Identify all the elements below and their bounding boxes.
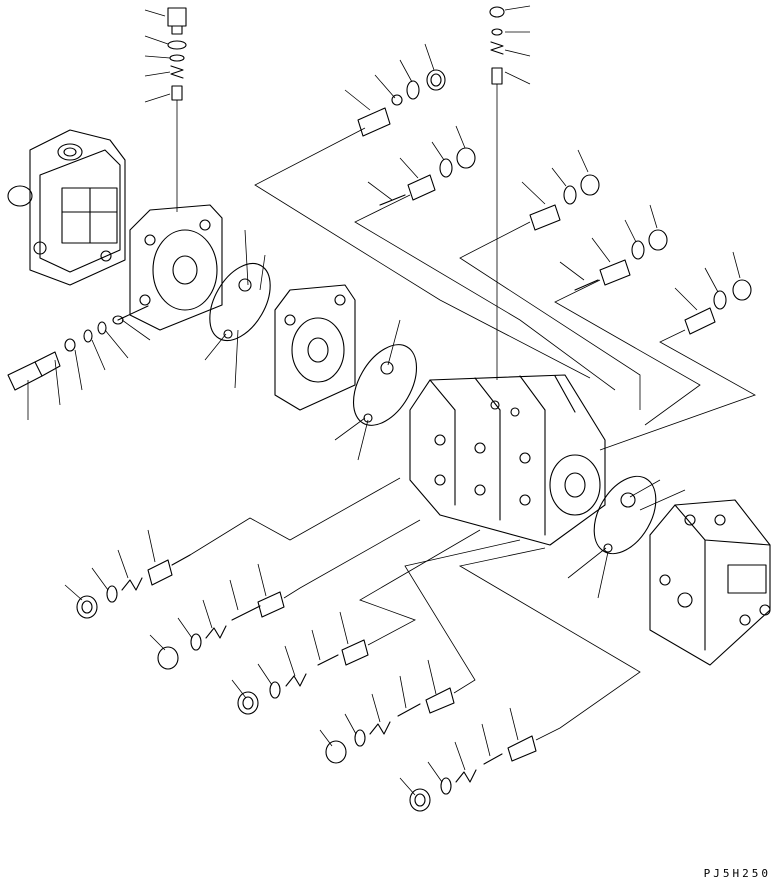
lower-spool-rows [64, 477, 641, 812]
cover-plate [129, 204, 223, 331]
gasket-1 [204, 229, 271, 389]
gasket-2 [334, 319, 418, 461]
left-end-housing [7, 129, 126, 286]
gasket-3 [567, 475, 686, 599]
left-relief-parts [7, 305, 151, 420]
upper-leader-lines [254, 127, 756, 451]
top-relief-stack [144, 7, 187, 212]
right-end-housing [649, 499, 771, 666]
mid-section [274, 284, 356, 411]
upper-plug-row [344, 43, 752, 335]
valve-body-stack [409, 374, 606, 546]
right-top-stack [489, 5, 531, 380]
drawing-code: PJ5H250 [703, 867, 771, 880]
